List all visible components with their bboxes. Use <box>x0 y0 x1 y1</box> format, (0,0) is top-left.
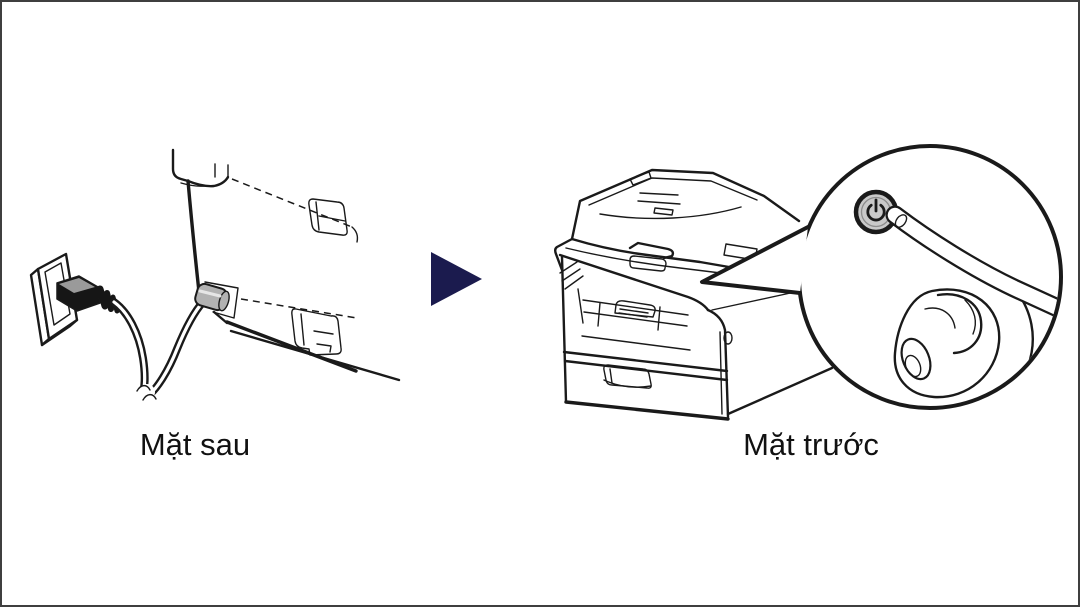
magnifier-callout <box>700 144 1063 410</box>
tray-handle <box>603 364 652 389</box>
pointing-finger <box>885 205 1059 320</box>
hand <box>885 205 1059 399</box>
printer-front-illustration <box>554 168 834 421</box>
wall-outlet <box>29 252 79 347</box>
fingernail <box>894 214 908 228</box>
next-step-arrow <box>431 252 482 306</box>
power-cord <box>110 298 207 401</box>
power-button <box>853 189 899 235</box>
power-inlet-connector <box>194 282 230 312</box>
printer-body <box>560 255 834 421</box>
scanner-deck <box>554 237 710 312</box>
rear-view-label: Mặt sau <box>140 427 250 462</box>
printer-rear-illustration <box>29 148 401 401</box>
front-view-label: Mặt trước <box>743 427 879 462</box>
output-tray <box>577 288 691 351</box>
power-plug <box>56 275 120 314</box>
callout-wedge <box>700 225 810 295</box>
cord-break-mark <box>136 384 157 401</box>
power-icon <box>866 198 886 222</box>
rear-handle-recess <box>308 198 348 236</box>
rear-vent-recess <box>291 308 342 356</box>
printer-rear-panel <box>171 148 401 382</box>
paper-tray <box>562 350 729 389</box>
triangle-right-icon <box>431 252 482 306</box>
thumbnail <box>904 354 922 378</box>
control-panel-display <box>629 255 667 272</box>
